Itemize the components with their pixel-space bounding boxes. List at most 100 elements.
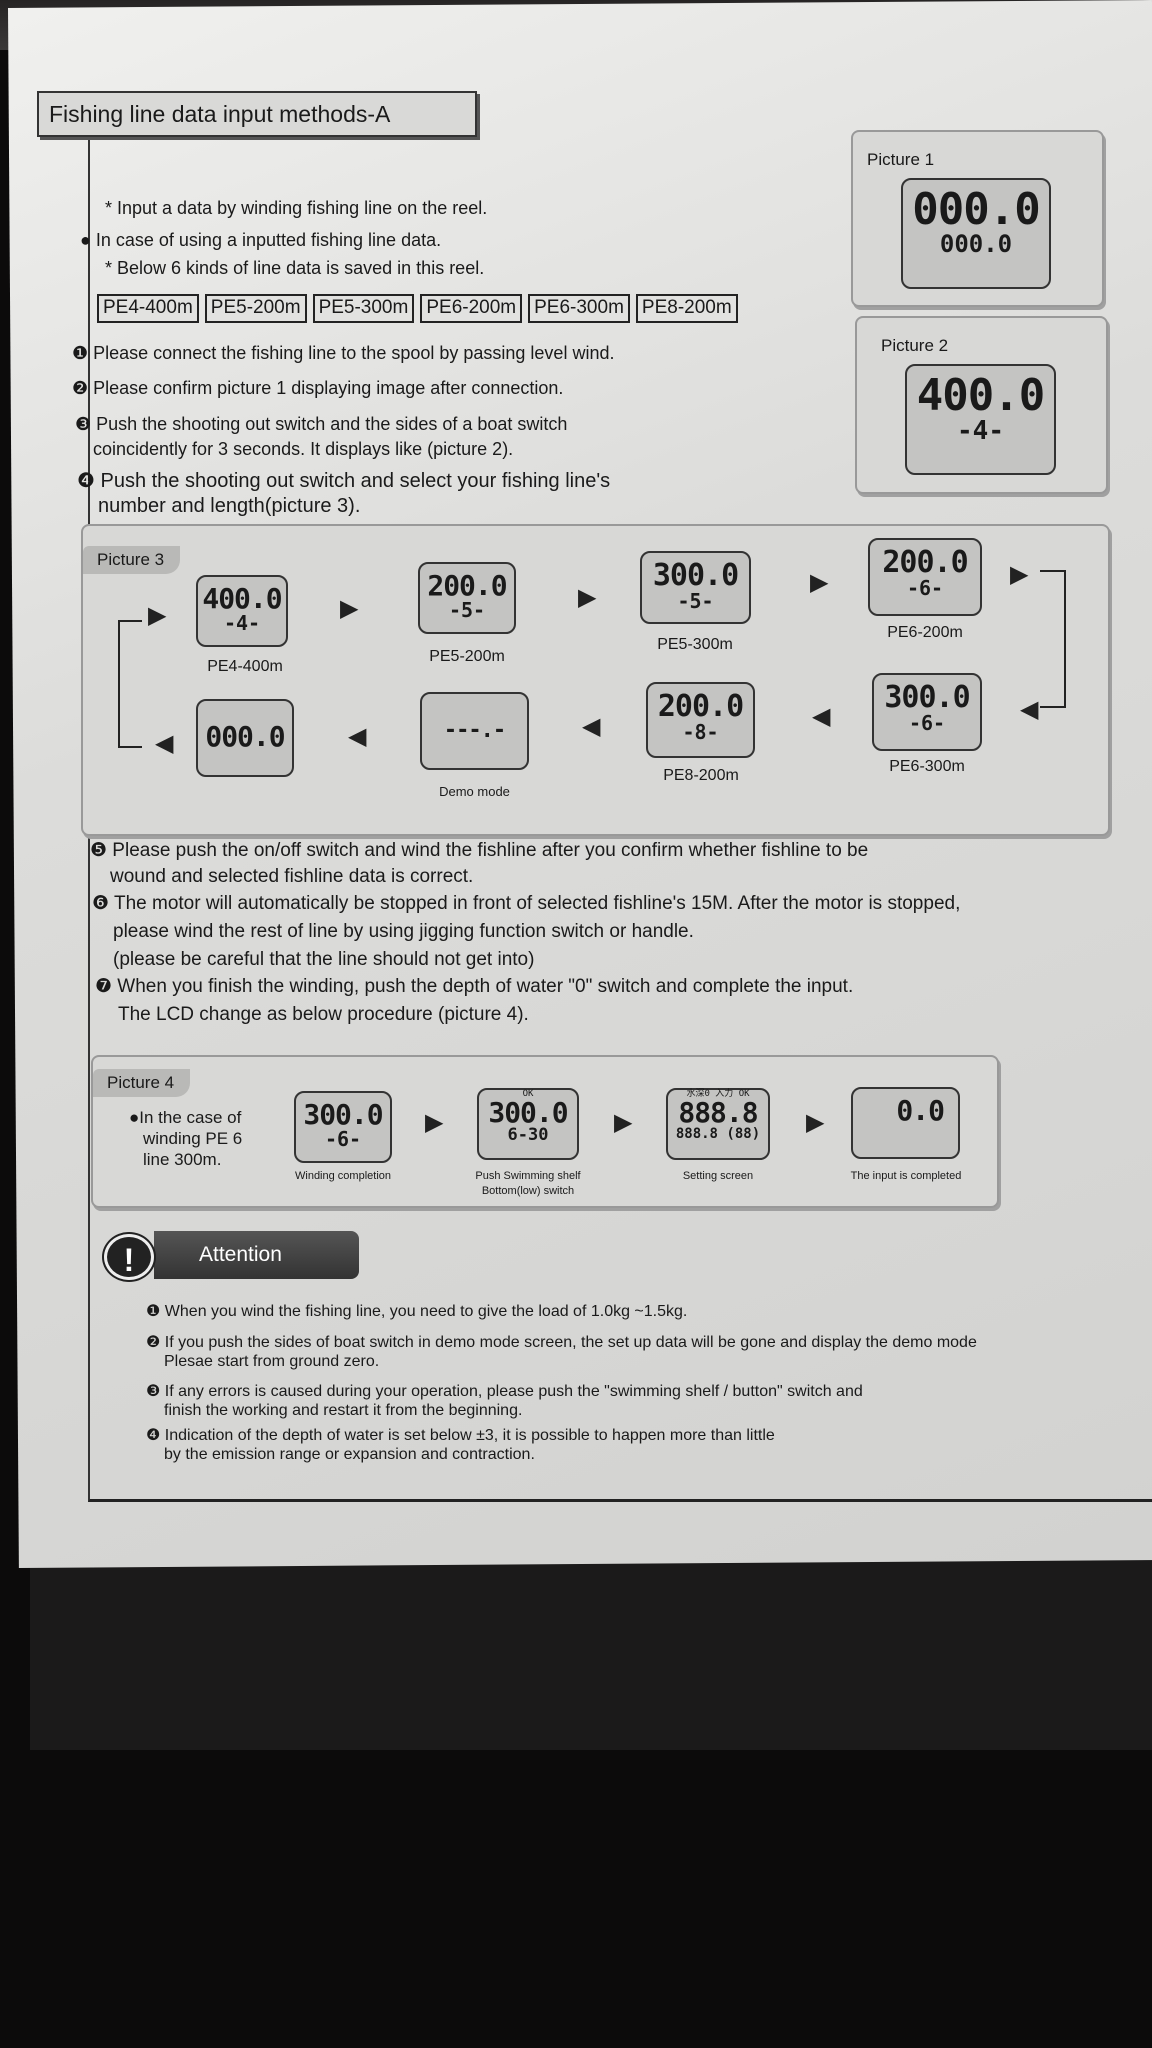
section-title: Fishing line data input methods-A: [37, 91, 477, 137]
arrow-right-icon: ▶: [614, 1109, 633, 1136]
step-text: coincidently for 3 seconds. It displays …: [93, 439, 514, 459]
lcd-display: 200.0-8-: [646, 682, 755, 758]
lcd-sub: -4-: [223, 611, 261, 635]
attention-line: ❷ If you push the sides of boat switch i…: [146, 1334, 977, 1351]
lcd-main: 200.0: [882, 545, 968, 580]
lcd-display: 400.0-4-: [196, 575, 288, 647]
intro-line: * Input a data by winding fishing line o…: [105, 198, 488, 218]
attention-item: ❷ If you push the sides of boat switch i…: [146, 1333, 977, 1371]
step-text: please wind the rest of line by using ji…: [113, 921, 694, 942]
lcd-main: 300.0: [652, 558, 739, 593]
lcd-main: 000.0: [205, 720, 285, 753]
lcd-main: 200.0: [657, 689, 744, 724]
lcd-main: 400.0: [916, 370, 1045, 421]
lcd-main: 400.0: [202, 582, 282, 615]
line-tag: PE6-200m: [420, 294, 523, 323]
picture-label: Picture 2: [881, 336, 949, 355]
lcd-display: 300.0-6-: [872, 673, 982, 751]
lcd-display: 000.0 000.0: [901, 178, 1051, 289]
attention-line: Plesae start from ground zero.: [164, 1353, 380, 1370]
lcd-sub: -6-: [324, 1127, 362, 1151]
lcd-display: 200.0-6-: [868, 538, 982, 616]
line-tag: PE5-200m: [204, 294, 307, 323]
lcd-main: 300.0: [488, 1096, 568, 1129]
lcd-caption: PE6-300m: [889, 758, 965, 775]
lcd-caption: PE8-200m: [663, 767, 739, 784]
lcd-main: 200.0: [427, 569, 507, 602]
lcd-main: 0.0: [896, 1094, 945, 1127]
loop-connector: [118, 620, 142, 748]
picture-label: Picture 3: [83, 546, 181, 574]
picture-4-note: ●In the case of winding PE 6 line 300m.: [129, 1107, 242, 1170]
arrow-right-icon: ▶: [578, 584, 597, 611]
lcd-main: 888.8: [678, 1096, 758, 1129]
step-text: ❶ Please connect the fishing line to the…: [72, 343, 615, 363]
arrow-right-icon: ▶: [425, 1109, 444, 1136]
lcd-display: 0.0: [851, 1087, 960, 1159]
attention-heading: Attention: [154, 1231, 359, 1279]
attention-line: ❶ When you wind the fishing line, you ne…: [146, 1303, 688, 1320]
picture-4-panel: Picture 4 ●In the case of winding PE 6 l…: [91, 1055, 999, 1208]
arrow-left-icon: ◀: [1020, 696, 1039, 723]
step-text: ❷ Please confirm picture 1 displaying im…: [72, 378, 564, 398]
arrow-left-icon: ◀: [582, 713, 601, 740]
lcd-display-demo: ---.-: [420, 692, 529, 770]
arrow-right-icon: ▶: [806, 1109, 825, 1136]
attention-item: ❹ Indication of the depth of water is se…: [146, 1426, 775, 1464]
attention-line: finish the working and restart it from t…: [164, 1402, 523, 1419]
lcd-sub: 000.0: [939, 230, 1013, 258]
loop-connector: [1040, 570, 1066, 708]
line-tag: PE5-300m: [312, 294, 415, 323]
attention-line: ❸ If any errors is caused during your op…: [146, 1383, 863, 1400]
lcd-display: 200.0-5-: [418, 562, 516, 634]
attention-line: by the emission range or expansion and c…: [164, 1446, 535, 1463]
note-line: winding PE 6: [143, 1129, 243, 1148]
step-text: ❺ Please push the on/off switch and wind…: [90, 840, 869, 861]
step-text: ❻ The motor will automatically be stoppe…: [92, 893, 961, 914]
lcd-caption: PE6-200m: [887, 624, 963, 641]
intro-line: * Below 6 kinds of line data is saved in…: [105, 258, 485, 278]
line-tag: PE4-400m: [97, 294, 199, 323]
arrow-left-icon: ◀: [155, 730, 174, 757]
lcd-caption: PE4-400m: [207, 658, 283, 675]
picture-1-panel: Picture 1 000.0 000.0: [851, 130, 1104, 307]
lcd-main: ---.-: [443, 718, 506, 743]
step-text: ❹ Push the shooting out switch and selec…: [77, 470, 611, 492]
lcd-sub: -6-: [906, 576, 944, 600]
step-text: wound and selected fishline data is corr…: [110, 866, 474, 887]
lcd-sub: -6-: [908, 711, 946, 735]
lcd-display: 000.0: [196, 699, 294, 777]
lcd-sub: -8-: [682, 720, 719, 744]
lcd-sub: 6-30: [507, 1125, 549, 1145]
arrow-left-icon: ◀: [348, 723, 367, 750]
box-edge: [30, 1560, 1152, 1750]
lcd-display: 300.0-5-: [640, 551, 751, 624]
picture-label: Picture 1: [867, 150, 935, 169]
step-text: number and length(picture 3).: [98, 495, 361, 517]
lcd-sub: 888.8 (88): [675, 1126, 761, 1142]
lcd-caption: Setting screen: [682, 1170, 754, 1182]
arrow-right-icon: ▶: [810, 569, 829, 596]
lcd-sub: -4-: [957, 416, 1004, 446]
attention-line: ❹ Indication of the depth of water is se…: [146, 1427, 775, 1444]
lcd-caption: Winding completion: [295, 1170, 391, 1182]
step-text: ❼ When you finish the winding, push the …: [95, 976, 854, 997]
lcd-caption: PE5-300m: [657, 636, 733, 653]
lcd-sub: -5-: [448, 598, 486, 622]
lcd-indicators: 水深0 入力 OK: [686, 1089, 750, 1099]
intro-line: ● In case of using a inputted fishing li…: [80, 230, 442, 250]
lcd-caption: Demo mode: [439, 784, 510, 799]
arrow-right-icon: ▶: [340, 595, 359, 622]
exclamation-icon: !: [104, 1234, 154, 1280]
lcd-ok-indicator: OK: [522, 1089, 534, 1099]
lcd-caption: Bottom(low) switch: [481, 1185, 575, 1197]
step-text: (please be careful that the line should …: [113, 949, 535, 970]
lcd-main: 300.0: [884, 680, 970, 715]
picture-label: Picture 4: [93, 1069, 191, 1097]
lcd-display: 400.0 -4-: [905, 364, 1056, 475]
lcd-main: 000.0: [912, 184, 1040, 235]
line-tag: PE6-300m: [528, 294, 630, 323]
